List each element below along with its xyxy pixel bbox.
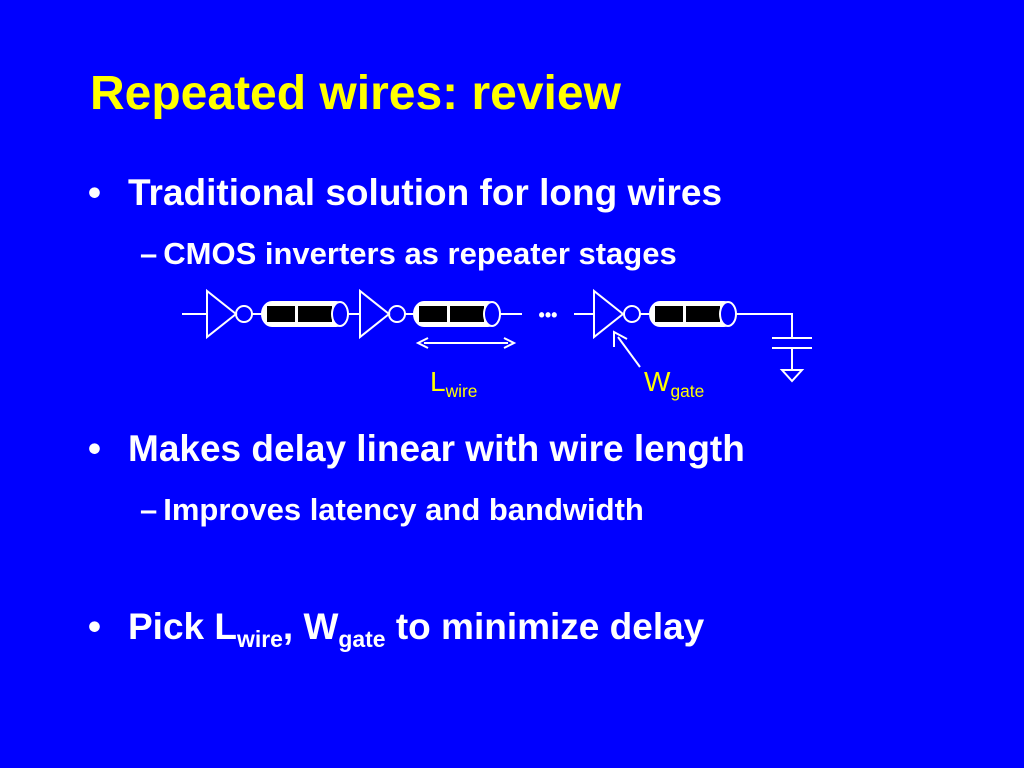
bullet-3-text: Pick Lwire, Wgate to minimize delay <box>128 606 705 653</box>
ellipsis: ••• <box>539 305 558 325</box>
inverter-2 <box>359 288 406 340</box>
bullet-marker: • <box>88 606 101 647</box>
inverter-1 <box>182 288 253 340</box>
sub-bullet-1-text: CMOS inverters as repeater stages <box>163 236 677 271</box>
bullet-3: • Pick Lwire, Wgate to minimize delay <box>88 606 705 653</box>
lwire-dimension-arrow <box>415 337 517 349</box>
wgate-label: Wgate <box>644 366 705 402</box>
wire-segment-3 <box>649 301 737 327</box>
bullet-marker: • <box>88 172 101 213</box>
wgate-pointer-arrow <box>613 330 641 368</box>
bullet-2: • Makes delay linear with wire length <box>88 428 745 470</box>
sub-bullet-marker: – <box>140 492 158 527</box>
lwire-label: Lwire <box>430 366 478 402</box>
wire-segment-1 <box>261 301 349 327</box>
wire-segment-2 <box>413 301 501 327</box>
sub-bullet-2-text: Improves latency and bandwidth <box>163 492 644 527</box>
load-capacitor <box>736 313 812 383</box>
sub-bullet-marker: – <box>140 236 158 271</box>
bullet-2-text: Makes delay linear with wire length <box>128 428 745 469</box>
sub-bullet-2: –Improves latency and bandwidth <box>140 492 644 528</box>
slide-title: Repeated wires: review <box>90 67 621 120</box>
bullet-marker: • <box>88 428 101 469</box>
bullet-1-text: Traditional solution for long wires <box>128 172 723 213</box>
inverter-3 <box>593 288 641 340</box>
sub-bullet-1: –CMOS inverters as repeater stages <box>140 236 677 272</box>
bullet-1: • Traditional solution for long wires <box>88 172 722 214</box>
